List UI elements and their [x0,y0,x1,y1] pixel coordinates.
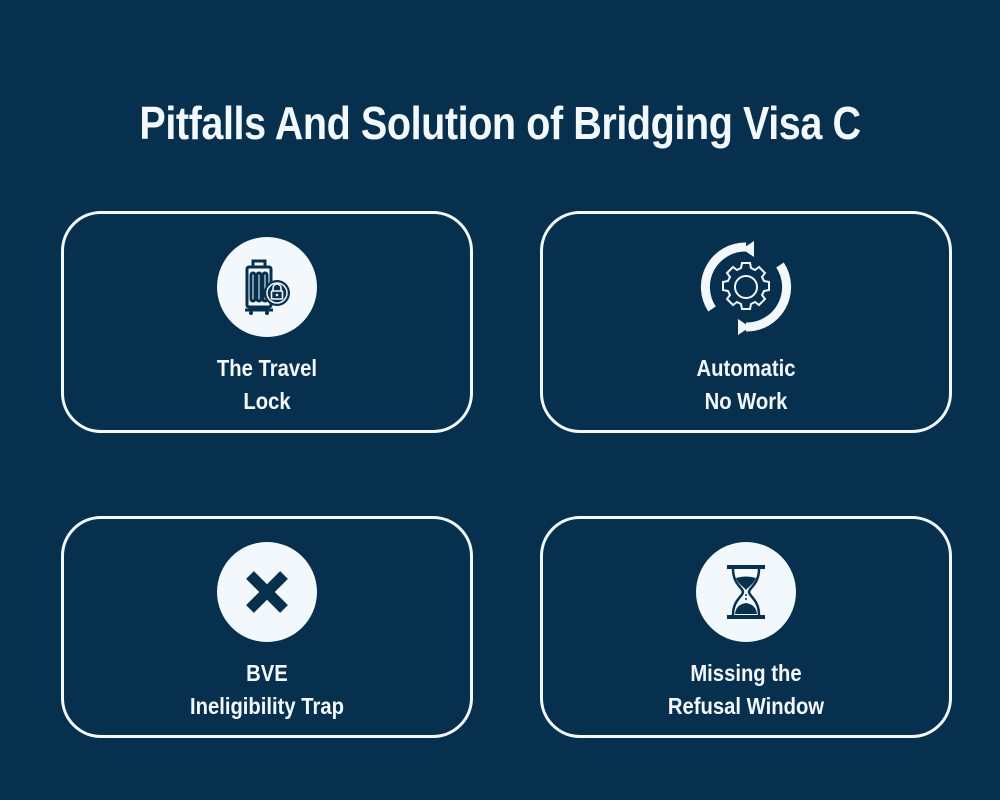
gear-refresh-icon [696,237,796,337]
card-automatic-no-work: Automatic No Work [540,211,952,433]
card-label: The Travel Lock [216,355,318,414]
page-title: Pitfalls And Solution of Bridging Visa C [139,97,861,149]
x-icon [217,542,317,642]
card-travel-lock: The Travel Lock [61,211,473,433]
hourglass-icon [696,542,796,642]
card-label: Missing the Refusal Window [667,660,825,719]
card-label: BVE Ineligibility Trap [189,660,345,719]
card-refusal-window: Missing the Refusal Window [540,516,952,738]
card-bve-ineligibility: BVE Ineligibility Trap [61,516,473,738]
card-label: Automatic No Work [696,355,796,414]
luggage-lock-icon [217,237,317,337]
